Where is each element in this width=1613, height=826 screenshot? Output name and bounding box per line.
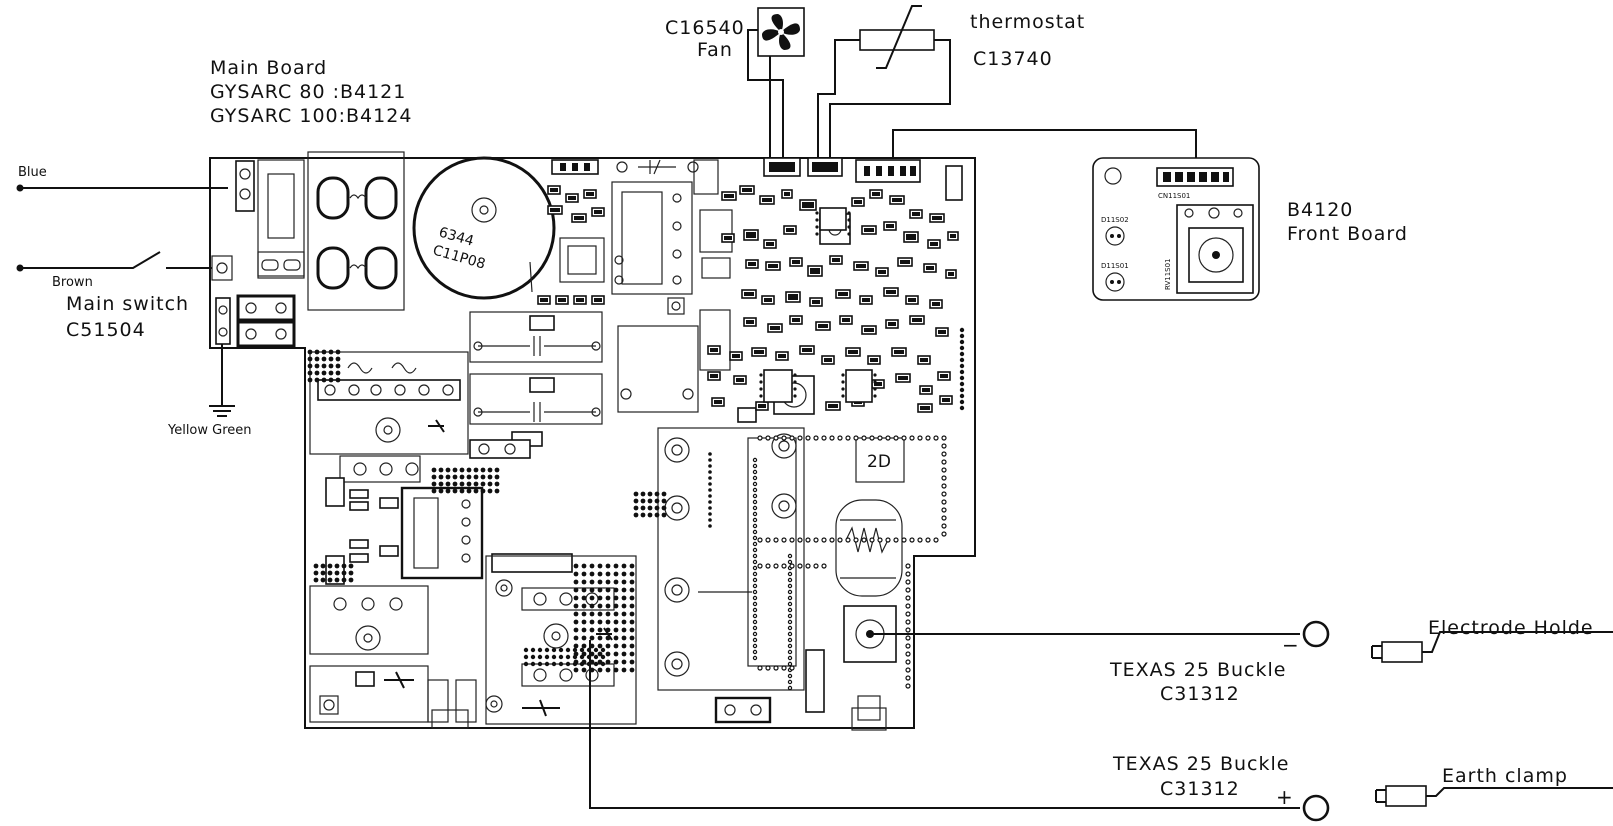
fan-code: C16540	[665, 17, 745, 39]
buckle-1-label: TEXAS 25 Buckle	[1109, 659, 1286, 681]
main-board: 6344 C11P08	[209, 151, 976, 731]
thermostat-icon	[859, 5, 935, 69]
main-switch-label: Main switch	[66, 293, 189, 315]
electrode-holder-icon	[1371, 631, 1613, 663]
buckle-1-code: C31312	[1160, 683, 1240, 705]
front-led-2-label: D11S01	[1101, 262, 1129, 270]
main-board-model-100: GYSARC 100:B4124	[210, 105, 412, 127]
thermostat-wire-2	[829, 39, 951, 158]
front-led-1-label: D11S02	[1101, 216, 1129, 224]
buckle-2-label: TEXAS 25 Buckle	[1112, 753, 1289, 775]
electrode-holder-label: Electrode Holde	[1428, 617, 1594, 639]
thermostat-code: C13740	[973, 48, 1053, 70]
front-board: CN11S01 D11S02 D11S01 RV11S01	[1092, 157, 1260, 301]
yellow-green-label: Yellow Green	[167, 423, 252, 438]
fan-label: Fan	[697, 39, 733, 61]
buckle-1-socket-icon	[1302, 620, 1330, 648]
main-switch-code: C51504	[66, 319, 146, 341]
ground-icon	[209, 405, 235, 417]
earth-clamp-label: Earth clamp	[1442, 765, 1568, 787]
board-mark-2d: 2D	[867, 452, 891, 472]
thermostat-label: thermostat	[970, 11, 1085, 33]
front-board-wire	[892, 129, 1197, 168]
brown-wire-label: Brown	[52, 275, 93, 290]
buckle-2-socket-icon	[1302, 794, 1330, 822]
main-board-title: Main Board	[210, 57, 327, 79]
thermostat-wire-1	[817, 39, 860, 158]
brown-wire-switch	[20, 251, 212, 269]
positive-output-wire	[589, 640, 1300, 809]
front-board-label: Front Board	[1287, 223, 1408, 245]
component-pads	[307, 185, 965, 691]
front-connector-label: CN11S01	[1158, 192, 1190, 200]
buckle-2-code: C31312	[1160, 778, 1240, 800]
fan-icon	[757, 7, 805, 57]
buckle-1-polarity: −	[1282, 633, 1300, 657]
buckle-2-polarity: +	[1276, 785, 1294, 809]
earth-clamp-icon	[1375, 785, 1613, 807]
main-board-model-80: GYSARC 80 :B4121	[210, 81, 406, 103]
front-pot-label: RV11S01	[1164, 258, 1172, 290]
blue-wire-label: Blue	[18, 165, 47, 180]
fan-wire-1	[747, 29, 784, 158]
front-board-code: B4120	[1287, 199, 1353, 221]
